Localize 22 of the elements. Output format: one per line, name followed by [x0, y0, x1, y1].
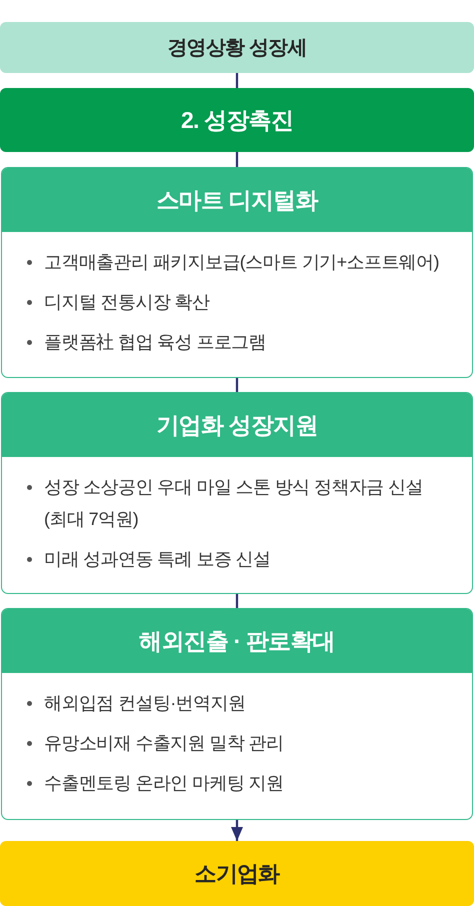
stage-box: 2. 성장촉진	[0, 88, 474, 152]
section-card	[1, 608, 473, 820]
list-item-text: 해외입점 컨설팅·번역지원	[44, 692, 246, 715]
connector-line	[236, 594, 238, 608]
connector-line	[236, 378, 238, 392]
list-item-text: 성장 소상공인 우대 마일 스톤 방식 정책자금 신설 (최대 7억원)	[44, 476, 424, 531]
list-item-text: 플랫폼社 협업 육성 프로그램	[44, 331, 266, 354]
list-item-text: 미래 성과연동 특례 보증 신설	[44, 548, 270, 571]
stage-box: 소기업화	[0, 841, 474, 906]
section-header: 스마트 디지털화	[2, 168, 472, 232]
section-card	[1, 167, 473, 378]
arrow	[231, 820, 243, 841]
section-header: 기업화 성장지원	[2, 393, 472, 457]
list-item-text: 유망소비재 수출지원 밀착 관리	[44, 732, 284, 755]
list-item-text: 고객매출관리 패키지보급(스마트 기기+소프트웨어)	[44, 251, 439, 274]
section-header: 해외진출 · 판로확대	[2, 609, 472, 673]
stage-box: 경영상황 성장세	[0, 22, 474, 73]
connector-line	[236, 152, 238, 167]
section-card	[1, 392, 473, 594]
list-item-text: 디지털 전통시장 확산	[44, 291, 210, 314]
connector-line	[236, 73, 238, 88]
list-item-text: 수출멘토링 온라인 마케팅 지원	[44, 772, 284, 795]
